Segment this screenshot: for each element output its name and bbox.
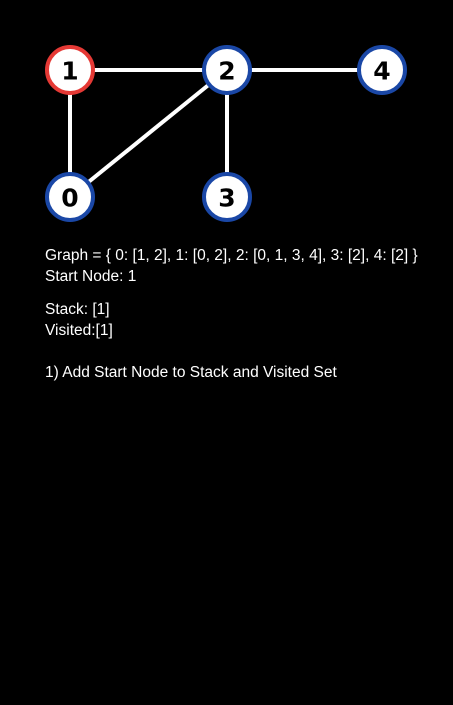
node-1-circle — [45, 45, 95, 95]
node-0-circle — [45, 172, 95, 222]
node-3: 3 — [202, 172, 252, 222]
edge-2-0 — [68, 68, 229, 199]
traversal-state: Stack: [1] Visited:[1] — [45, 299, 113, 341]
node-2: 2 — [202, 45, 252, 95]
visited-text: Visited:[1] — [45, 322, 113, 339]
node-2-label: 2 — [218, 57, 235, 86]
step-text: 1) Add Start Node to Stack and Visited S… — [45, 364, 337, 381]
node-0-label: 0 — [61, 184, 78, 213]
start-node-text: Start Node: 1 — [45, 268, 137, 285]
node-0: 0 — [45, 172, 95, 222]
node-3-circle — [202, 172, 252, 222]
node-1: 1 — [45, 45, 95, 95]
node-4: 4 — [357, 45, 407, 95]
node-4-circle — [357, 45, 407, 95]
graph-info: Graph = { 0: [1, 2], 1: [0, 2], 2: [0, 1… — [45, 245, 418, 287]
nodes-layer: 0 1 2 3 4 — [45, 45, 407, 222]
step-description: 1) Add Start Node to Stack and Visited S… — [45, 362, 337, 383]
node-2-circle — [202, 45, 252, 95]
node-3-label: 3 — [218, 184, 235, 213]
stack-text: Stack: [1] — [45, 301, 110, 318]
graph-diagram: 0 1 2 3 4 — [45, 45, 407, 222]
graph-adjacency-text: Graph = { 0: [1, 2], 1: [0, 2], 2: [0, 1… — [45, 247, 418, 264]
node-1-label: 1 — [61, 57, 78, 86]
node-4-label: 4 — [373, 57, 390, 86]
